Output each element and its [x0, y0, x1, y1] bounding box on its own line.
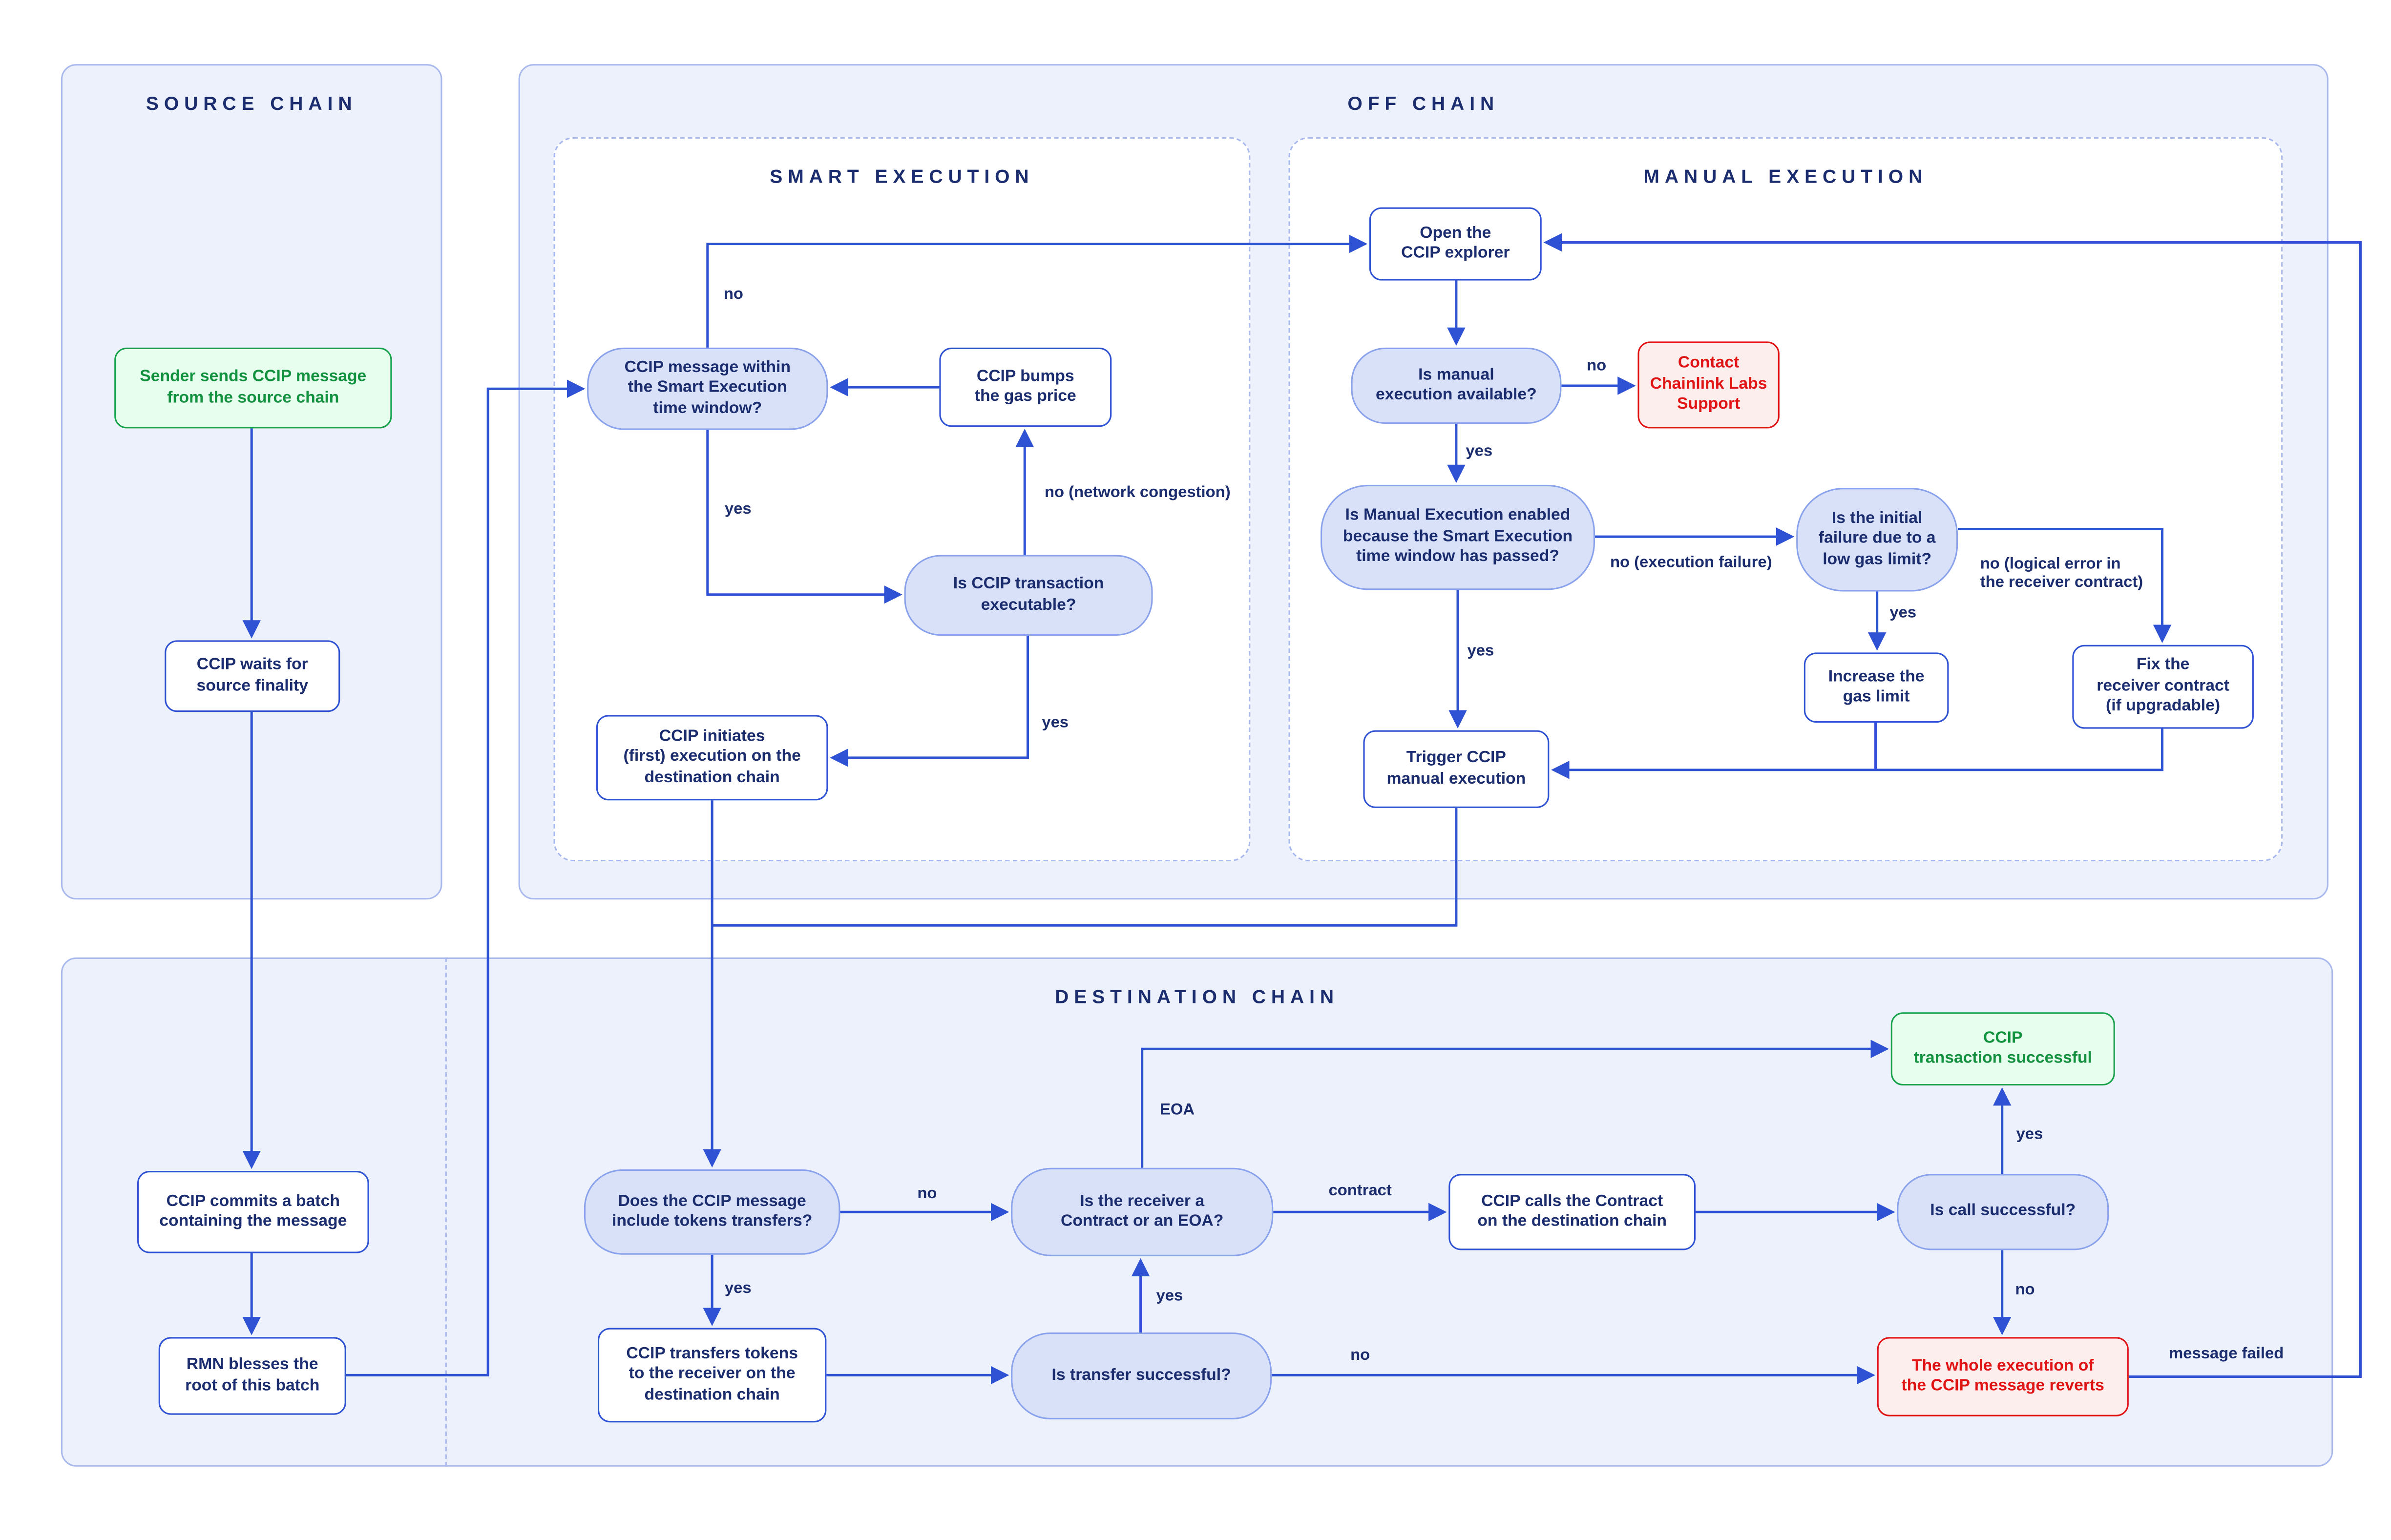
node-ccip-initiates: CCIP initiates (first) execution on the …	[596, 715, 828, 801]
node-transfer-question: Is transfer successful?	[1011, 1332, 1272, 1419]
node-ccip-transfers: CCIP transfers tokens to the receiver on…	[597, 1328, 827, 1423]
node-ccip-calls: CCIP calls the Contract on the destinati…	[1448, 1174, 1696, 1250]
node-tokens-question: Does the CCIP message include tokens tra…	[584, 1169, 840, 1255]
edge-label-message-failed: message failed	[2169, 1344, 2284, 1363]
node-ccip-commits: CCIP commits a batch containing the mess…	[137, 1171, 369, 1253]
node-ccip-bumps: CCIP bumps the gas price	[939, 347, 1112, 427]
node-low-gas-question: Is the initial failure due to a low gas …	[1796, 488, 1958, 592]
edge-executable-yes-to-initiates	[830, 636, 1029, 767]
edge-label-eoa: EOA	[1159, 1101, 1195, 1119]
edge-label-enabled-yes: yes	[1467, 642, 1494, 660]
edge-label-logical-error: no (logical error in the receiver contra…	[1980, 555, 2143, 592]
node-sender-sends: Sender sends CCIP message from the sourc…	[114, 347, 392, 429]
node-contact-support: Contact Chainlink Labs Support	[1637, 341, 1780, 429]
node-ccip-waits: CCIP waits for source finality	[165, 640, 340, 712]
edge-label-tokens-no: no	[917, 1185, 937, 1203]
edge-label-call-yes: yes	[2016, 1125, 2043, 1144]
edge-label-execution-failure: no (execution failure)	[1610, 553, 1772, 572]
node-fix-receiver: Fix the receiver contract (if upgradable…	[2072, 645, 2254, 729]
edge-lowgas-no-to-fix	[1958, 527, 2172, 644]
edge-label-available-no: no	[1587, 356, 1607, 375]
destination-chain-divider	[445, 957, 447, 1467]
edge-window-yes-to-executable	[706, 430, 902, 604]
edge-label-transfer-no: no	[1350, 1346, 1370, 1365]
node-manual-enabled-question: Is Manual Execution enabled because the …	[1320, 484, 1595, 590]
node-open-explorer: Open the CCIP explorer	[1369, 207, 1542, 281]
node-manual-available-question: Is manual execution available?	[1351, 347, 1562, 424]
panel-title-off-chain: OFF CHAIN	[1347, 93, 1500, 115]
edge-reverts-to-explorer-loop	[1543, 233, 2362, 1378]
edge-trigger-to-join	[712, 808, 1458, 927]
edge-window-no-to-explorer	[706, 234, 1368, 348]
edge-fix-to-trigger	[1551, 728, 2164, 779]
node-trigger-manual: Trigger CCIP manual execution	[1363, 730, 1550, 808]
node-rmn-blesses: RMN blesses the root of this batch	[158, 1337, 346, 1415]
edge-label-call-no: no	[2015, 1280, 2035, 1299]
edge-label-transfer-yes: yes	[1156, 1287, 1183, 1305]
panel-title-source-chain: SOURCE CHAIN	[146, 93, 357, 115]
edge-rmn-to-window	[346, 379, 586, 1376]
edge-label-contract: contract	[1328, 1181, 1392, 1200]
edge-label-tokens-yes: yes	[724, 1279, 752, 1298]
edge-label-available-yes: yes	[1466, 442, 1493, 460]
edge-label-smart-yes: yes	[724, 500, 752, 519]
panel-title-destination-chain: DESTINATION CHAIN	[1055, 986, 1340, 1008]
edge-label-lowgas-yes: yes	[1889, 604, 1917, 622]
node-window-question: CCIP message within the Smart Execution …	[587, 347, 828, 430]
edge-label-executable-yes: yes	[1042, 713, 1069, 732]
node-tx-successful: CCIP transaction successful	[1890, 1012, 2115, 1086]
node-tx-reverts: The whole execution of the CCIP message …	[1877, 1337, 2129, 1416]
edge-label-smart-no: no	[723, 285, 743, 304]
edge-label-network-congestion: no (network congestion)	[1044, 483, 1231, 502]
node-increase-gas: Increase the gas limit	[1804, 652, 1949, 723]
panel-title-smart-execution: SMART EXECUTION	[770, 166, 1034, 188]
edge-receiver-eoa-to-success	[1141, 1040, 1889, 1168]
node-call-question: Is call successful?	[1897, 1174, 2109, 1250]
node-executable-question: Is CCIP transaction executable?	[904, 555, 1153, 636]
panel-title-manual-execution: MANUAL EXECUTION	[1643, 166, 1928, 188]
node-receiver-question: Is the receiver a Contract or an EOA?	[1011, 1167, 1274, 1256]
